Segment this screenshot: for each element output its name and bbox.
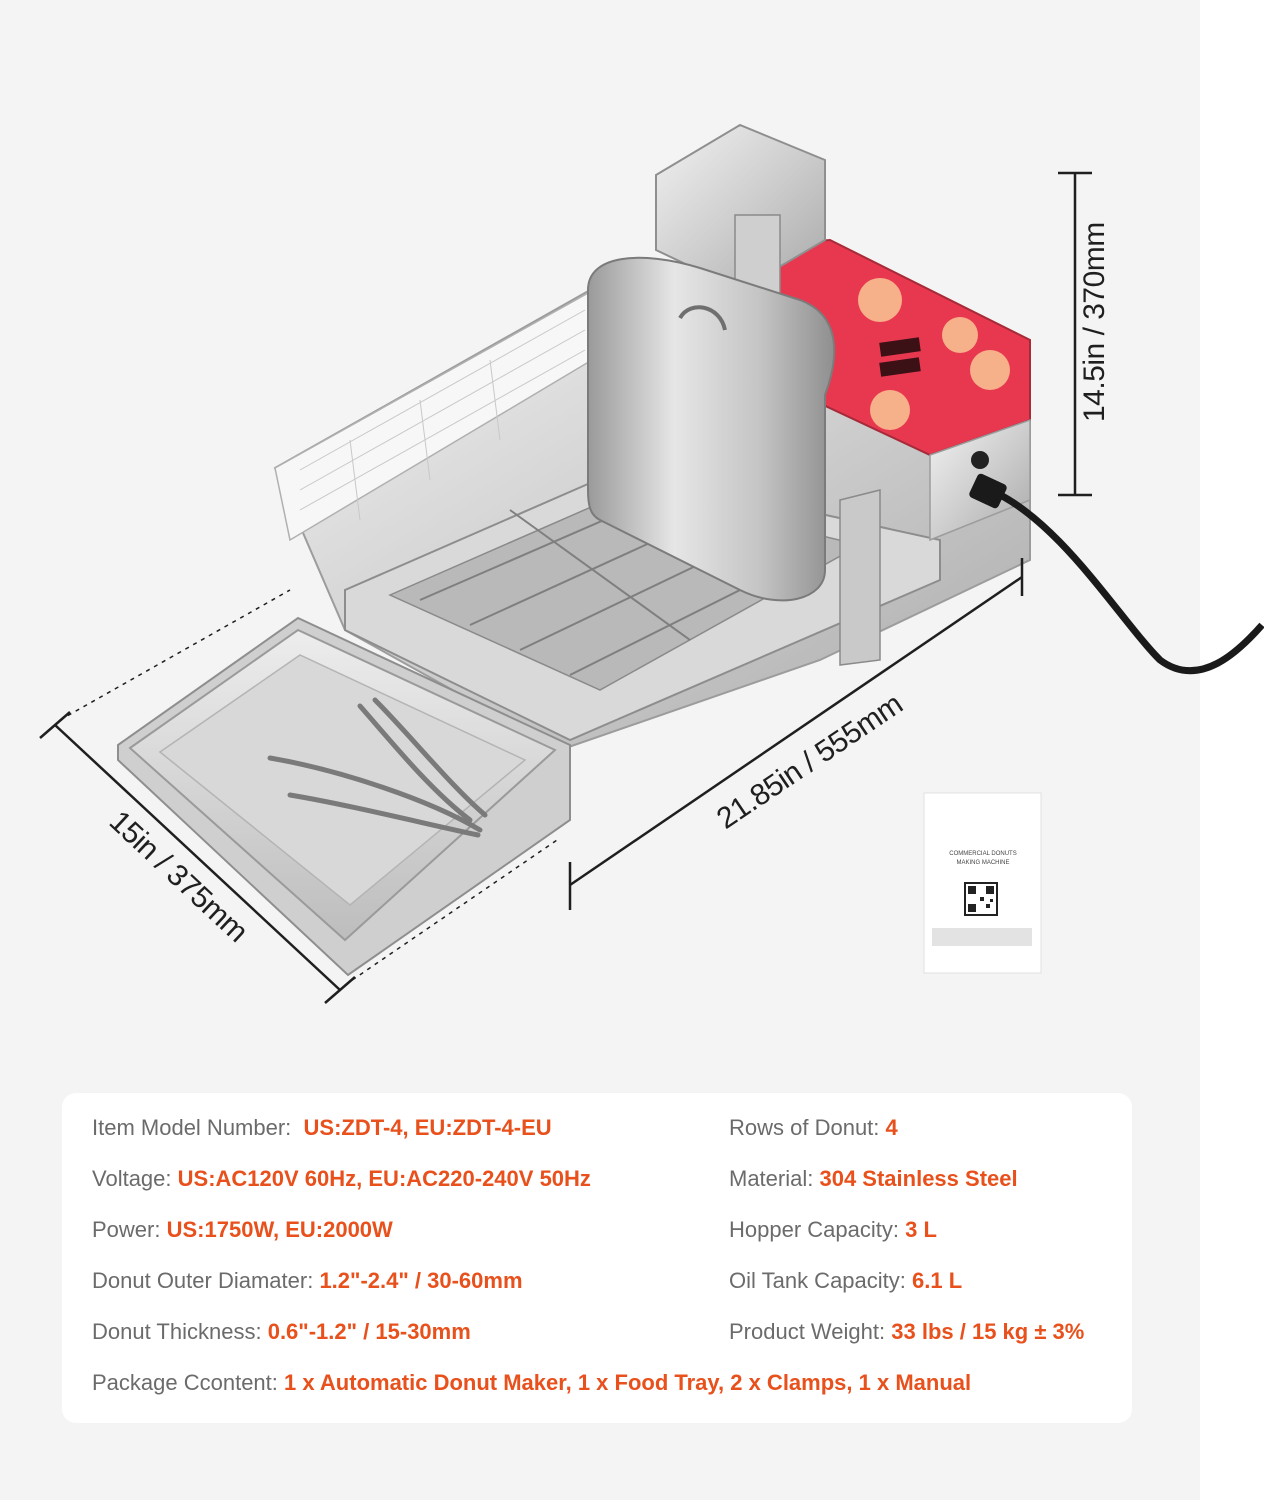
width-dimension-line xyxy=(39,589,561,1004)
height-dimension-line xyxy=(1058,171,1092,497)
food-tray xyxy=(117,616,571,977)
spec-power-label: Power: xyxy=(92,1217,161,1242)
manual-title: COMMERCIAL DONUTS MAKING MACHINE xyxy=(928,850,1038,868)
spec-package-label: Package Ccontent: xyxy=(92,1370,278,1395)
spec-voltage-label: Voltage: xyxy=(92,1166,172,1191)
spec-weight-value: 33 lbs / 15 kg ± 3% xyxy=(891,1319,1085,1344)
donut-machine xyxy=(273,123,1264,752)
clamps xyxy=(267,697,488,838)
spec-rows: Rows of Donut: 4 xyxy=(729,1115,898,1141)
product-illustration xyxy=(39,123,1264,1004)
spec-weight-label: Product Weight: xyxy=(729,1319,886,1344)
length-dimension-line xyxy=(568,558,1024,910)
spec-diameter-label: Donut Outer Diamater: xyxy=(92,1268,314,1293)
spec-power-value: US:1750W, EU:2000W xyxy=(166,1217,393,1242)
spec-rows-label: Rows of Donut: xyxy=(729,1115,880,1140)
spec-diameter: Donut Outer Diamater: 1.2"-2.4" / 30-60m… xyxy=(92,1268,523,1294)
spec-voltage-value: US:AC120V 60Hz, EU:AC220-240V 50Hz xyxy=(177,1166,591,1191)
spec-hopper-label: Hopper Capacity: xyxy=(729,1217,899,1242)
height-dimension-label: 14.5in / 370mm xyxy=(1078,222,1111,422)
spec-model-value: US:ZDT-4, EU:ZDT-4-EU xyxy=(303,1115,552,1140)
manual-booklet xyxy=(923,792,1042,974)
spec-oil-tank-label: Oil Tank Capacity: xyxy=(729,1268,906,1293)
spec-package: Package Ccontent: 1 x Automatic Donut Ma… xyxy=(92,1370,971,1396)
spec-weight: Product Weight: 33 lbs / 15 kg ± 3% xyxy=(729,1319,1084,1345)
specifications-card: Item Model Number: US:ZDT-4, EU:ZDT-4-EU… xyxy=(62,1093,1132,1423)
spec-rows-value: 4 xyxy=(885,1115,898,1140)
qr-code xyxy=(964,882,998,916)
spec-hopper: Hopper Capacity: 3 L xyxy=(729,1217,937,1243)
spec-material-value: 304 Stainless Steel xyxy=(819,1166,1018,1191)
manual-line-2: MAKING MACHINE xyxy=(956,860,1010,866)
spec-model: Item Model Number: US:ZDT-4, EU:ZDT-4-EU xyxy=(92,1115,552,1141)
spec-oil-tank: Oil Tank Capacity: 6.1 L xyxy=(729,1268,962,1294)
spec-model-label: Item Model Number: xyxy=(92,1115,292,1140)
spec-voltage: Voltage: US:AC120V 60Hz, EU:AC220-240V 5… xyxy=(92,1166,591,1192)
spec-hopper-value: 3 L xyxy=(905,1217,937,1242)
manual-line-1: COMMERCIAL DONUTS xyxy=(949,851,1017,857)
spec-oil-tank-value: 6.1 L xyxy=(912,1268,963,1293)
spec-thickness-value: 0.6"-1.2" / 15-30mm xyxy=(267,1319,471,1344)
spec-material: Material: 304 Stainless Steel xyxy=(729,1166,1018,1192)
page-edge-strip xyxy=(1200,0,1264,1500)
spec-diameter-value: 1.2"-2.4" / 30-60mm xyxy=(319,1268,523,1293)
spec-package-value: 1 x Automatic Donut Maker, 1 x Food Tray… xyxy=(284,1370,972,1395)
spec-power: Power: US:1750W, EU:2000W xyxy=(92,1217,393,1243)
spec-thickness-label: Donut Thickness: xyxy=(92,1319,262,1344)
spec-material-label: Material: xyxy=(729,1166,814,1191)
spec-thickness: Donut Thickness: 0.6"-1.2" / 15-30mm xyxy=(92,1319,471,1345)
